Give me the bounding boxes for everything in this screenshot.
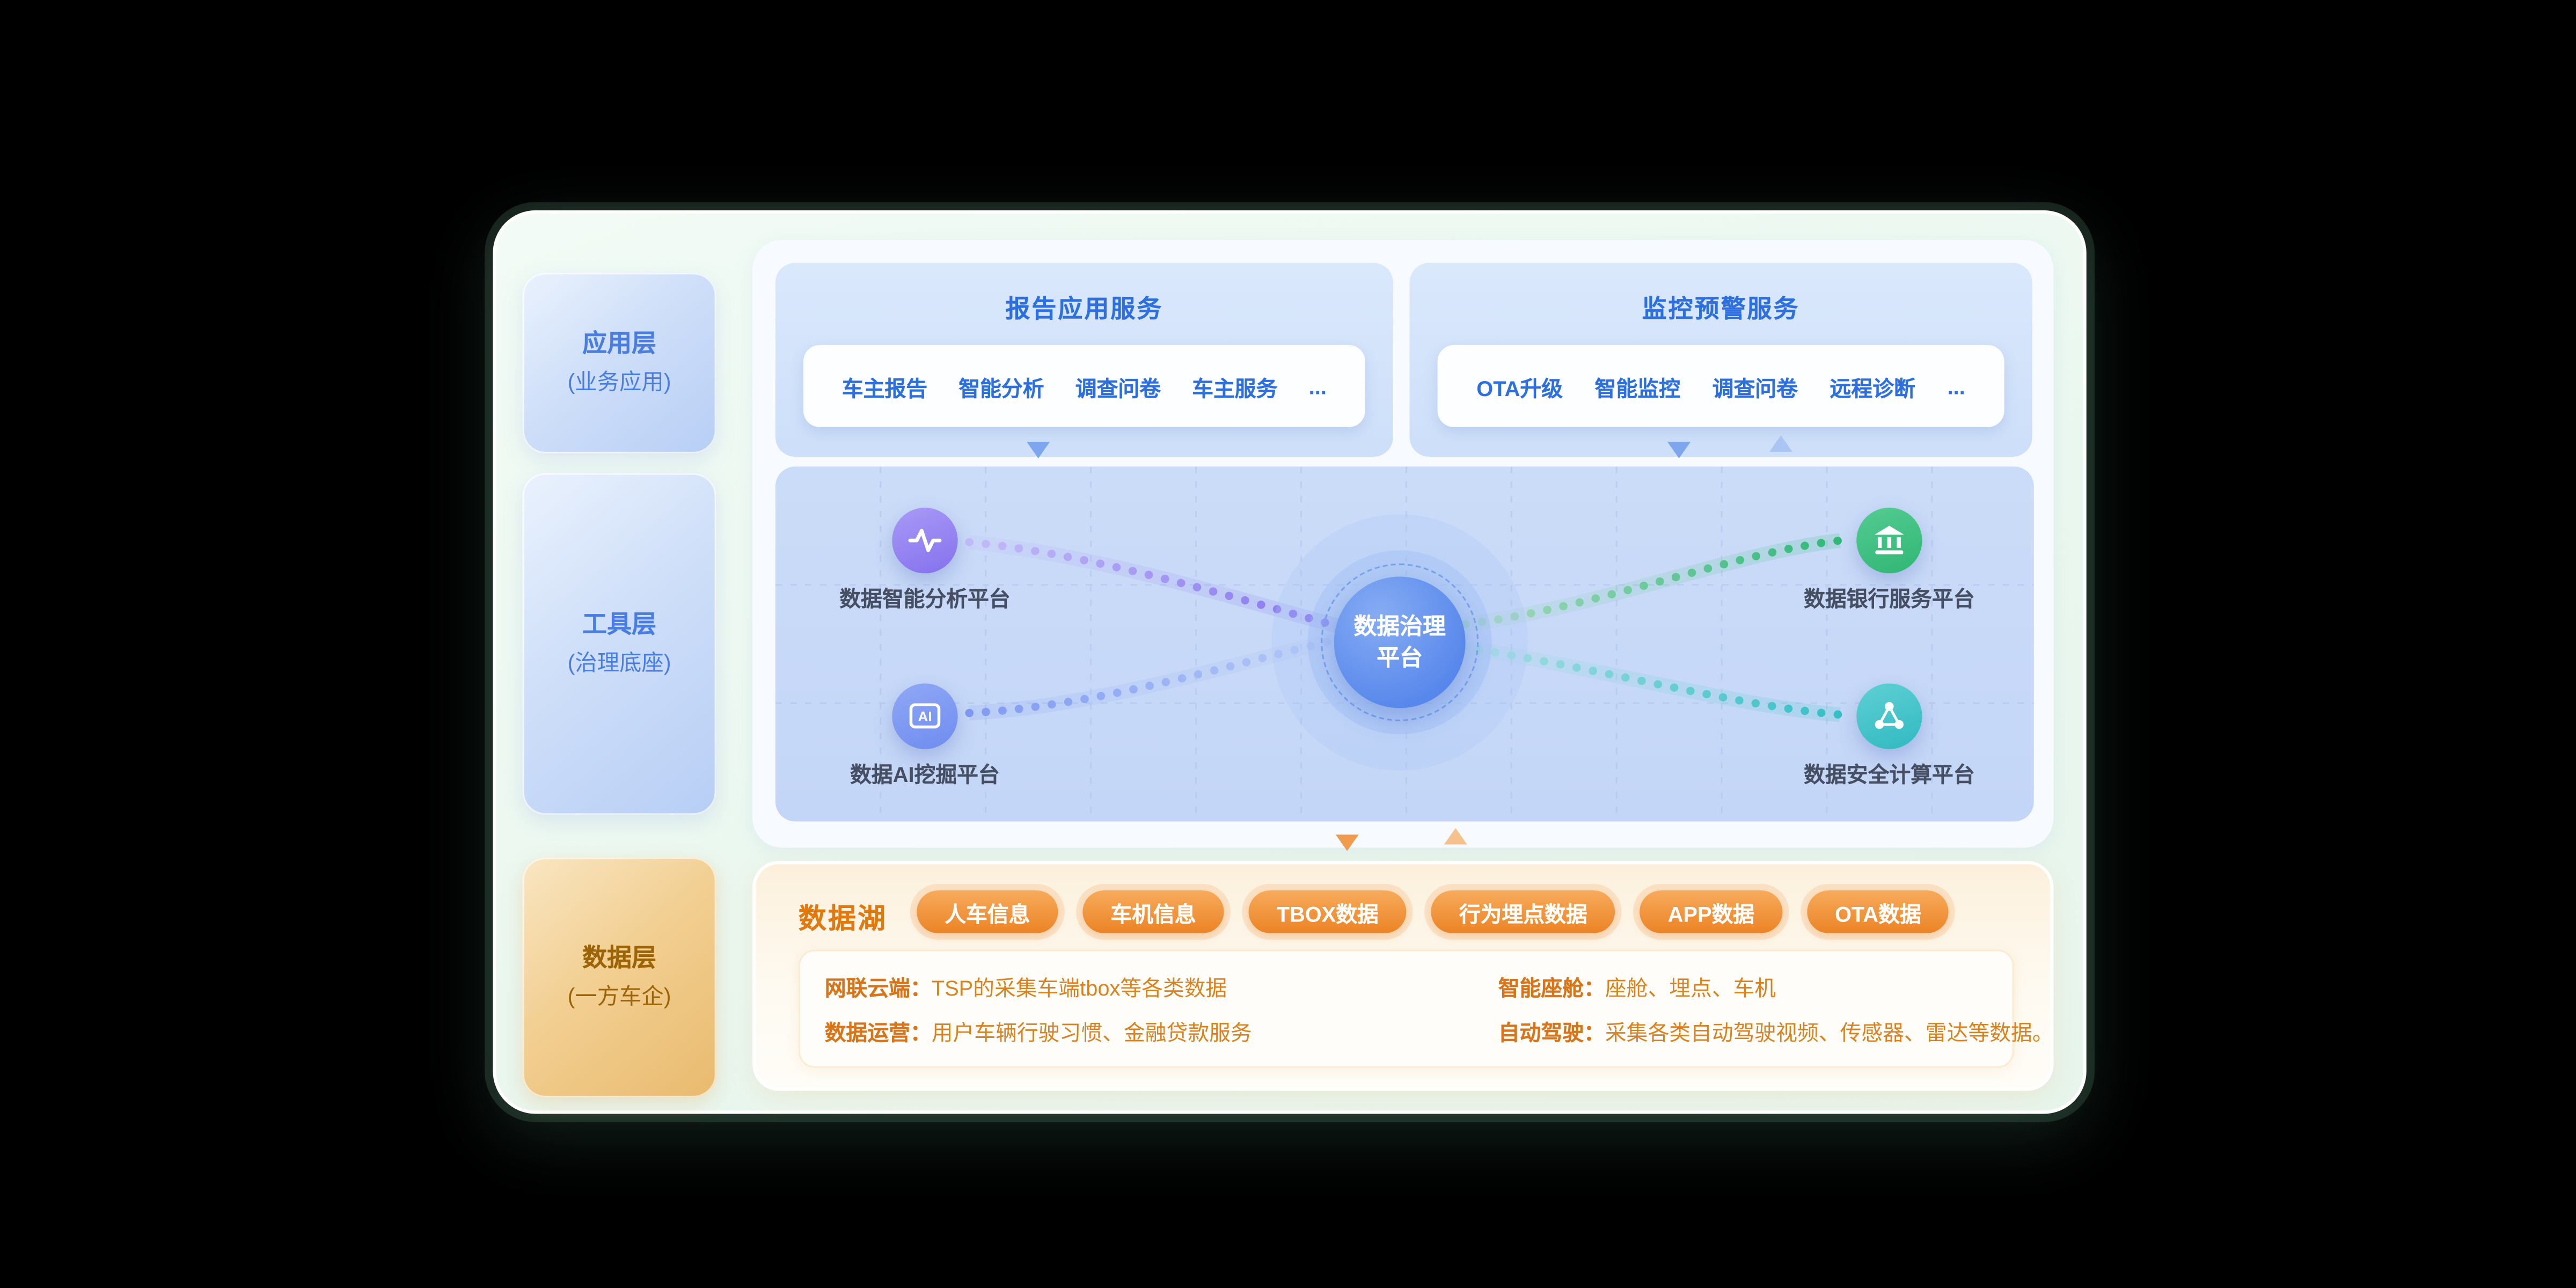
data-lake-detail-box: 网联云端：TSP的采集车端tbox等各类数据 数据运营：用户车辆行驶习惯、金融贷…: [798, 949, 2054, 1068]
nodes-icon: [1856, 683, 1922, 749]
pill-behavior-tracking-data: 行为埋点数据: [1431, 890, 1615, 933]
pill-person-vehicle-info: 人车信息: [917, 890, 1058, 933]
svg-text:AI: AI: [918, 708, 932, 724]
layer-tool-title: 工具层: [582, 611, 656, 639]
detail-cloud: 网联云端：TSP的采集车端tbox等各类数据: [825, 971, 1252, 1002]
report-item-survey: 调查问卷: [1075, 375, 1161, 400]
governance-center-line1: 数据治理: [1353, 612, 1446, 639]
governance-connections-graphic: [775, 466, 2034, 822]
detail-cloud-text: TSP的采集车端tbox等各类数据: [931, 976, 1227, 1001]
monitor-item-more: ...: [1947, 374, 1965, 399]
pill-head-unit-info: 车机信息: [1082, 890, 1224, 933]
detail-operations-label: 数据运营：: [824, 1020, 932, 1045]
governance-center-circle: 数据治理 平台: [1334, 576, 1466, 708]
layer-application-subtitle: (业务应用): [567, 369, 671, 394]
detail-column-right: 智能座舱：座舱、埋点、车机 自动驾驶：采集各类自动驾驶视频、传感器、雷达等数据。: [1498, 971, 2054, 1046]
data-lake-panel: 数据湖 人车信息 车机信息 TBOX数据 行为埋点数据 APP数据 OTA数据 …: [752, 861, 2054, 1091]
monitor-item-smart-monitor: 智能监控: [1594, 375, 1680, 400]
center-dashed-ring: [1321, 563, 1479, 721]
data-lake-pills: 人车信息 车机信息 TBOX数据 行为埋点数据 APP数据 OTA数据: [917, 890, 1949, 933]
bank-icon: [1856, 507, 1922, 574]
layer-tool: 工具层 (治理底座): [522, 473, 716, 815]
connection-dots: [965, 536, 1845, 719]
report-item-owner-report: 车主报告: [841, 375, 928, 400]
layer-tool-subtitle: (治理底座): [567, 650, 671, 676]
governance-center-node: 数据治理 平台: [1271, 514, 1528, 771]
governance-panel: 数据智能分析平台 AI 数据AI挖掘平台 数据银行服务平台 数据安全计算平台: [775, 466, 2034, 822]
monitor-item-remote-diagnosis: 远程诊断: [1829, 375, 1915, 400]
detail-autonomous-label: 自动驾驶：: [1498, 1020, 1605, 1045]
detail-autonomous-text: 采集各类自动驾驶视频、传感器、雷达等数据。: [1605, 1020, 2054, 1045]
services-container: 报告应用服务 车主报告 智能分析 调查问卷 车主服务 ... 监控预警服务 OT…: [752, 239, 2054, 848]
flow-arrow-down-icon: [1667, 442, 1690, 459]
flow-arrow-down-icon: [1335, 835, 1359, 851]
report-item-owner-service: 车主服务: [1192, 375, 1278, 400]
pill-tbox-data: TBOX数据: [1248, 890, 1407, 933]
report-services-panel: 报告应用服务 车主报告 智能分析 调查问卷 车主服务 ...: [775, 262, 1393, 457]
pill-app-data: APP数据: [1640, 890, 1783, 933]
node-label-secure-compute: 数据安全计算平台: [1804, 762, 1975, 787]
node-label-smart-analysis: 数据智能分析平台: [839, 586, 1011, 611]
monitor-services-bar: OTA升级 智能监控 调查问卷 远程诊断 ...: [1437, 345, 2004, 427]
governance-center-line2: 平台: [1377, 643, 1423, 670]
monitor-services-panel: 监控预警服务 OTA升级 智能监控 调查问卷 远程诊断 ...: [1409, 262, 2032, 457]
pulse-icon: [892, 507, 958, 574]
ai-icon: AI: [892, 683, 958, 749]
layer-application: 应用层 (业务应用): [522, 273, 716, 453]
report-item-more: ...: [1308, 374, 1327, 399]
report-services-bar: 车主报告 智能分析 调查问卷 车主服务 ...: [803, 345, 1365, 427]
diagram-main-panel: 应用层 (业务应用) 工具层 (治理底座) 数据层 (一方车企) 报告应用服务 …: [493, 210, 2087, 1114]
node-label-data-bank: 数据银行服务平台: [1804, 586, 1975, 611]
detail-cloud-label: 网联云端：: [824, 976, 932, 1001]
flow-arrow-up-icon: [1444, 828, 1467, 845]
detail-cockpit: 智能座舱：座舱、埋点、车机: [1498, 971, 2054, 1002]
connection-ribbons: [968, 533, 1841, 722]
detail-operations-text: 用户车辆行驶习惯、金融贷款服务: [931, 1020, 1252, 1045]
detail-cockpit-text: 座舱、埋点、车机: [1605, 976, 1776, 1001]
flow-arrow-down-icon: [1027, 442, 1050, 459]
pill-ota-data: OTA数据: [1807, 890, 1949, 933]
node-label-ai-mining: 数据AI挖掘平台: [850, 762, 1000, 787]
detail-operations: 数据运营：用户车辆行驶习惯、金融贷款服务: [825, 1015, 1252, 1046]
layer-data-subtitle: (一方车企): [567, 984, 671, 1009]
detail-column-left: 网联云端：TSP的采集车端tbox等各类数据 数据运营：用户车辆行驶习惯、金融贷…: [825, 971, 1252, 1046]
detail-cockpit-label: 智能座舱：: [1498, 976, 1605, 1001]
monitor-item-ota-upgrade: OTA升级: [1476, 375, 1563, 400]
report-services-title: 报告应用服务: [1005, 296, 1163, 324]
flow-arrow-up-icon: [1769, 435, 1792, 452]
monitor-item-survey: 调查问卷: [1712, 375, 1798, 400]
detail-autonomous: 自动驾驶：采集各类自动驾驶视频、传感器、雷达等数据。: [1498, 1015, 2054, 1046]
layer-data: 数据层 (一方车企): [522, 857, 716, 1097]
monitor-services-title: 监控预警服务: [1642, 296, 1800, 324]
data-lake-title: 数据湖: [798, 903, 888, 935]
layer-application-title: 应用层: [582, 330, 656, 358]
report-item-smart-analysis: 智能分析: [958, 375, 1044, 400]
layer-data-title: 数据层: [582, 945, 656, 973]
